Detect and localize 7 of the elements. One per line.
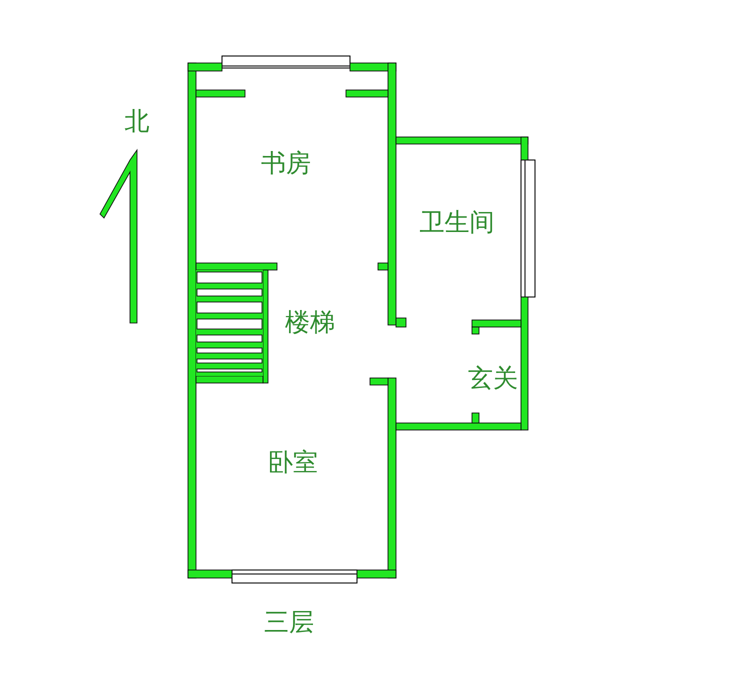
room-label: 楼梯	[285, 310, 335, 334]
room-label: 卧室	[268, 450, 318, 474]
room-label: 玄关	[468, 366, 518, 390]
room-label: 卫生间	[420, 210, 494, 234]
floor-label: 三层	[264, 610, 314, 634]
north-label: 北	[124, 108, 150, 134]
room-label: 书房	[261, 150, 311, 176]
